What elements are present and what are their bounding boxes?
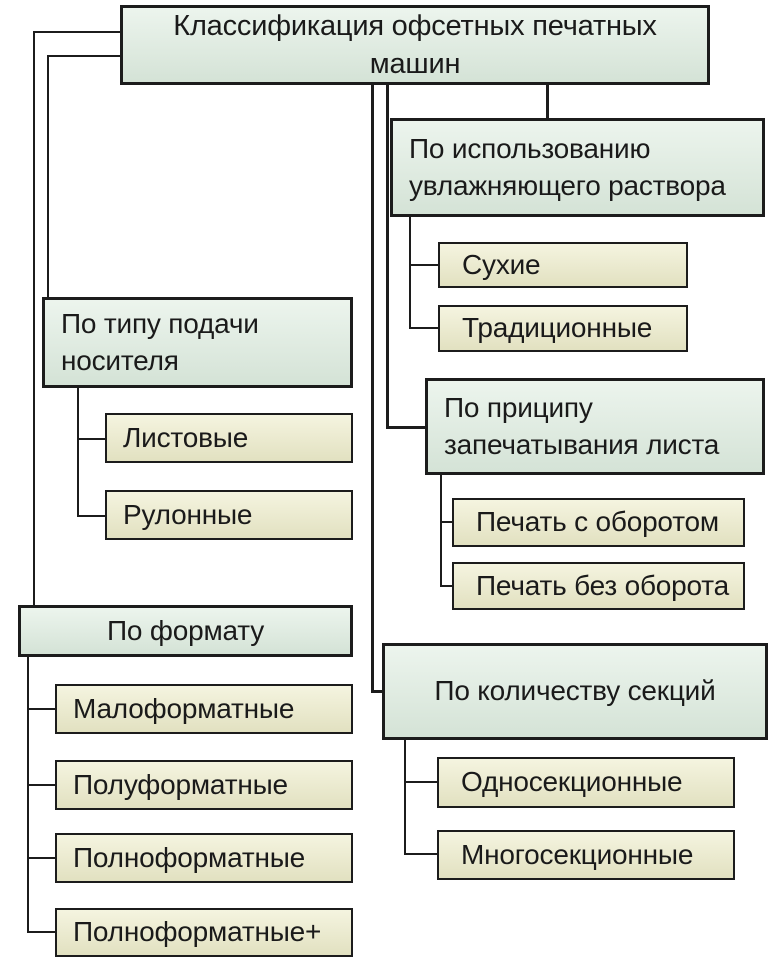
node-dry-offset: Сухие [438, 242, 688, 288]
connector-line [77, 438, 105, 440]
connector-line [546, 85, 549, 118]
node-format: По формату [18, 605, 353, 657]
node-section-count: По количеству секций [382, 643, 768, 740]
connector-line [440, 521, 452, 523]
connector-line [386, 85, 389, 429]
connector-line [27, 931, 55, 933]
node-sheet-fed: Листовые [105, 413, 353, 463]
connector-line [47, 55, 120, 57]
connector-line [371, 690, 382, 693]
connector-line [371, 85, 374, 693]
connector-line [409, 217, 411, 329]
node-web-fed: Рулонные [105, 490, 353, 540]
connector-line [404, 853, 437, 855]
connector-line [409, 264, 438, 266]
connector-line [409, 327, 438, 329]
connector-line [404, 781, 437, 783]
node-full-format: Полноформатные [55, 833, 353, 883]
connector-line [27, 657, 29, 933]
connector-line [27, 857, 55, 859]
node-perfecting-print: Печать с оборотом [452, 498, 745, 547]
node-small-format: Малоформатные [55, 684, 353, 734]
connector-line [77, 388, 79, 517]
connector-line [33, 31, 120, 33]
connector-line [27, 708, 55, 710]
node-extra-format: Полноформатные+ [55, 908, 353, 957]
node-dampening-solution: По использованию увлажняющего раствора [390, 118, 765, 217]
connector-line [77, 515, 105, 517]
diagram-title: Классификация офсетных печатных машин [120, 5, 710, 85]
connector-line [47, 55, 49, 297]
node-single-section: Односекционные [437, 757, 735, 808]
node-traditional: Традиционные [438, 305, 688, 352]
node-half-format: Полуформатные [55, 760, 353, 810]
node-multi-section: Многосекционные [437, 830, 735, 880]
node-media-feed: По типу подачи носителя [42, 297, 353, 388]
node-single-side-print: Печать без оборота [452, 562, 745, 610]
connector-line [386, 426, 425, 429]
connector-line [27, 784, 55, 786]
node-printing-principle: По приципу запечатывания листа [425, 378, 765, 475]
connector-line [440, 585, 452, 587]
connector-line [33, 31, 35, 607]
connector-line [404, 740, 406, 855]
connector-line [440, 475, 442, 587]
